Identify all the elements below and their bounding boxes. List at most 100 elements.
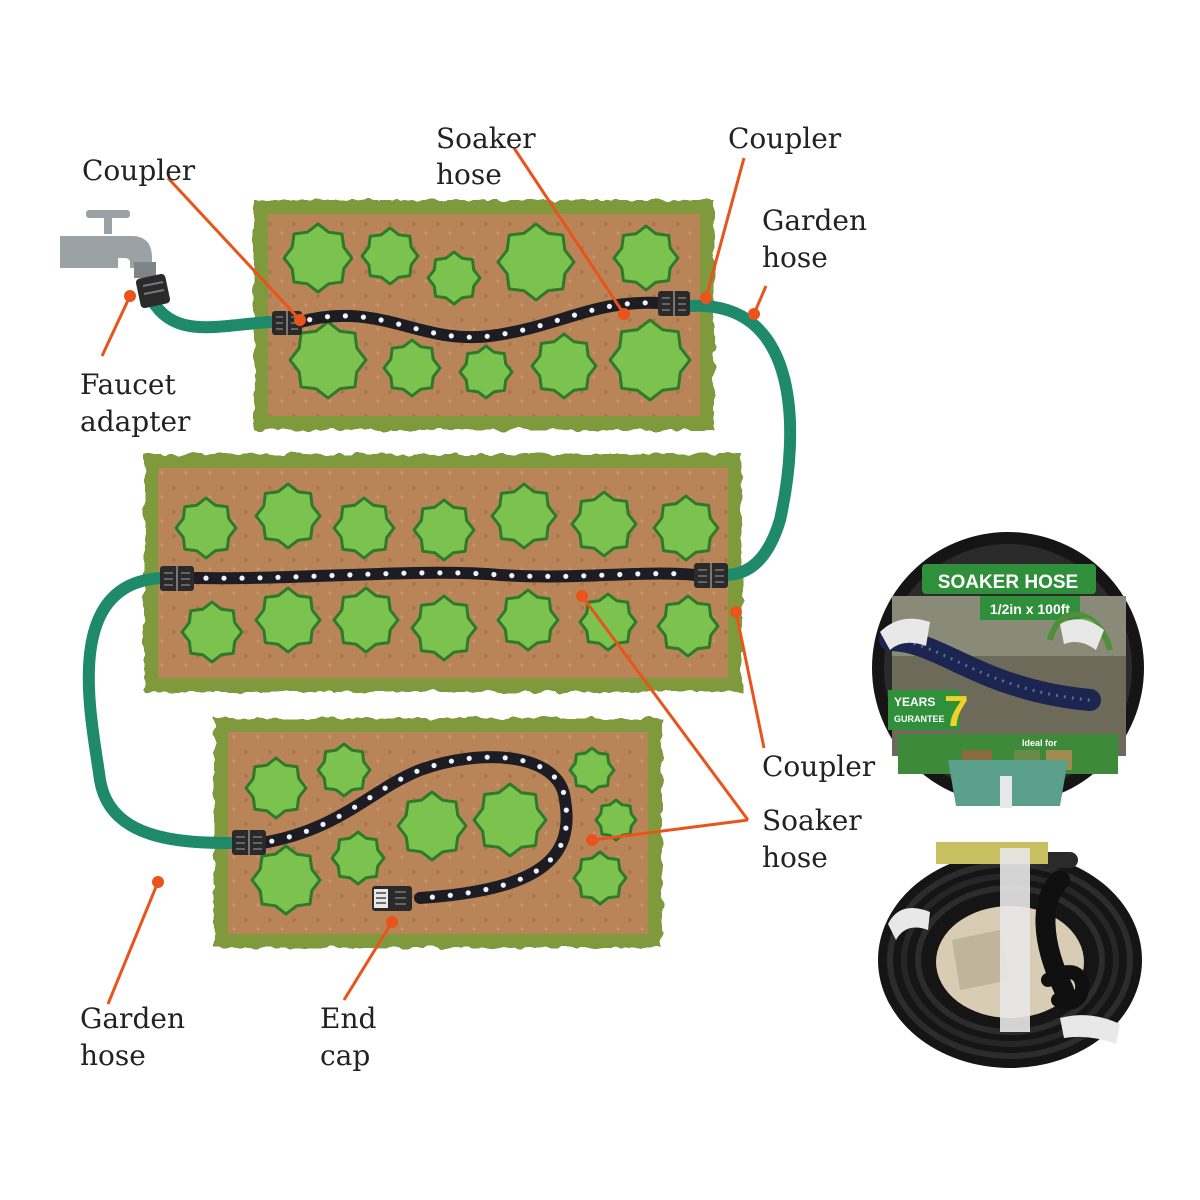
drip-dot	[642, 300, 648, 306]
drip-dot	[537, 323, 543, 329]
plant-icon	[330, 830, 386, 886]
plant-icon	[568, 746, 616, 794]
garden-hose-faucet-to-bed1	[146, 294, 276, 334]
plant-icon	[332, 496, 396, 560]
plant-icon	[652, 494, 720, 562]
drip-dot	[502, 331, 508, 337]
drip-dot	[448, 333, 454, 339]
drip-dot	[365, 571, 371, 577]
drip-dot	[396, 321, 402, 327]
drip-dot	[382, 785, 388, 791]
plant-icon	[572, 850, 628, 906]
plant-icon	[578, 592, 638, 652]
label-coupler-mid-right: Coupler	[762, 750, 876, 783]
faucet-adapter-icon	[135, 273, 171, 309]
drip-dot	[563, 807, 569, 813]
plant-icon	[410, 594, 478, 662]
label-soaker-hose-bottom: Soaker hose	[762, 804, 871, 874]
plant-icon	[496, 222, 576, 302]
drip-dot	[617, 571, 623, 578]
plant-icon	[490, 482, 558, 550]
plants-layer	[174, 222, 720, 916]
drip-dot	[520, 327, 526, 333]
drip-dot	[286, 834, 292, 840]
drip-dot	[581, 573, 587, 579]
plant-icon	[608, 318, 692, 402]
drip-dot	[545, 573, 551, 580]
drip-dot	[533, 868, 539, 874]
plant-icon	[288, 320, 368, 400]
drip-dot	[560, 789, 567, 796]
plant-icon	[244, 756, 308, 820]
plant-icon	[254, 586, 322, 654]
plant-icon	[174, 496, 238, 560]
label-garden-hose-bottom: Garden hose	[80, 1002, 194, 1072]
plant-icon	[426, 250, 482, 306]
plant-icon	[412, 498, 476, 562]
plant-icon	[332, 586, 400, 654]
drip-dot	[466, 755, 472, 762]
drip-dot	[484, 754, 490, 760]
drip-dot	[448, 758, 454, 764]
drip-dot	[360, 314, 366, 320]
drip-dot	[465, 890, 471, 896]
drip-dot	[336, 813, 342, 819]
drip-dot	[455, 570, 461, 576]
coupler-icon	[658, 291, 690, 316]
plant-icon	[656, 594, 720, 658]
drip-dot	[324, 314, 331, 320]
drip-dot	[500, 882, 506, 888]
drip-dot	[239, 575, 245, 581]
reel-size: 1/2in x 100ft	[990, 601, 1070, 617]
drip-dot	[378, 317, 384, 323]
label-coupler-top-right: Coupler	[728, 122, 842, 155]
guarantee-label: GURANTEE	[894, 714, 945, 724]
end-cap-icon	[372, 886, 412, 911]
drip-dot	[509, 573, 515, 579]
drip-dot	[431, 762, 437, 769]
drip-dot	[419, 570, 425, 576]
plant-icon	[396, 790, 468, 862]
hose-reel-icon: SOAKER HOSE 1/2in x 100ft YEARS GURANTEE…	[872, 532, 1144, 808]
drip-dot	[447, 892, 453, 898]
drip-dot	[491, 571, 497, 578]
plant-icon	[530, 332, 598, 400]
drip-dot	[303, 828, 309, 834]
drip-dot	[551, 774, 558, 780]
drip-dot	[437, 570, 443, 576]
labels: Coupler Soaker hose Coupler Garden hose …	[80, 122, 876, 1072]
drip-dot	[329, 572, 335, 579]
drip-dot	[383, 571, 389, 577]
drip-dot	[635, 571, 641, 577]
plant-icon	[282, 222, 354, 294]
garden-hose-bed2-to-bed3	[82, 572, 240, 849]
drip-dot	[367, 795, 373, 801]
drip-dot	[466, 334, 472, 340]
drip-dot	[257, 575, 263, 581]
plant-icon	[316, 742, 372, 798]
plant-icon	[472, 782, 548, 858]
drip-dot	[671, 571, 677, 577]
plant-icon	[360, 226, 420, 286]
plant-icon	[458, 344, 514, 400]
drip-dot	[527, 573, 533, 579]
drip-dot	[347, 572, 353, 578]
drip-dot	[599, 572, 605, 578]
years-number: 7	[944, 687, 968, 736]
label-coupler-top-left: Coupler	[82, 154, 196, 187]
drip-dot	[431, 330, 437, 336]
reel-title: SOAKER HOSE	[938, 572, 1078, 593]
drip-dot	[517, 876, 523, 882]
drip-dot	[563, 825, 569, 831]
coiled-hose-icon	[878, 842, 1142, 1068]
coupler-icon	[694, 563, 728, 588]
garden-hose-bed1-to-bed2	[684, 299, 797, 581]
label-garden-hose-top: Garden hose	[762, 204, 876, 274]
drip-dot	[558, 842, 564, 848]
callout-lines	[100, 147, 768, 1005]
plant-icon	[570, 490, 638, 558]
drip-dot	[429, 894, 435, 900]
drip-dot	[563, 573, 569, 579]
plant-icon	[180, 600, 244, 664]
